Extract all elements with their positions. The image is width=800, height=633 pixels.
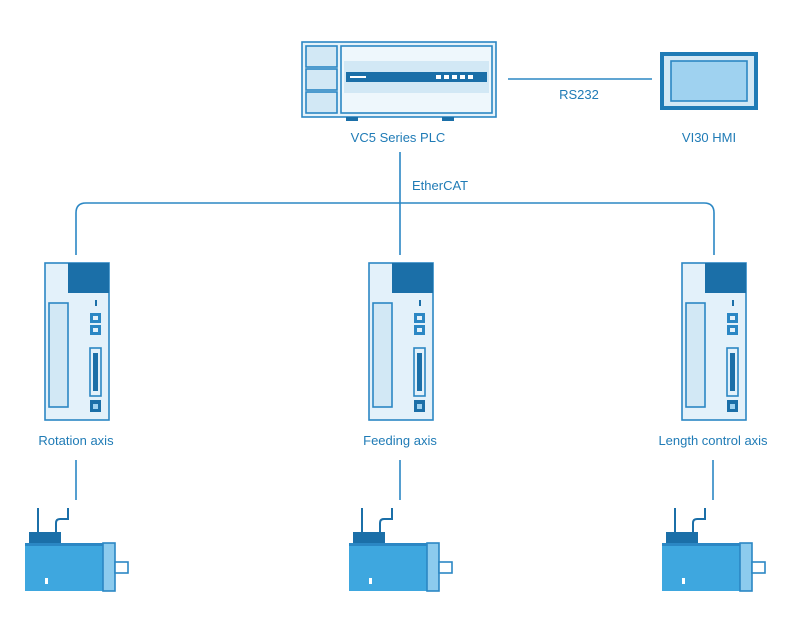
- drive-io-connector-pins: [417, 353, 422, 391]
- servo-drive: [368, 262, 434, 421]
- motor-terminal-box: [353, 532, 385, 544]
- axis-label: Feeding axis: [363, 433, 437, 448]
- plc-module-1: [305, 45, 338, 68]
- motor-body: [349, 543, 427, 591]
- plc-led: [436, 75, 441, 79]
- drive-port-inner: [417, 316, 422, 320]
- drive-side-panel: [372, 302, 393, 408]
- drive-encoder-port-inner: [417, 404, 422, 409]
- drive-encoder-port-inner: [93, 404, 98, 409]
- motor-nameplate-mark: [682, 578, 685, 584]
- axis-label: Rotation axis: [38, 433, 114, 448]
- drive-display-block: [392, 263, 433, 293]
- motor-terminal-box: [29, 532, 61, 544]
- drive-display-block: [68, 263, 109, 293]
- servo-drive: [681, 262, 747, 421]
- motor-nameplate-mark: [45, 578, 48, 584]
- motor-body: [662, 543, 740, 591]
- motor-encoder-cable: [379, 508, 393, 534]
- motor-terminal-box: [666, 532, 698, 544]
- servo-motor: [25, 508, 129, 592]
- drive-port-inner: [730, 316, 735, 320]
- hmi-label: VI30 HMI: [682, 130, 736, 145]
- motor-flange: [426, 542, 440, 592]
- motor-body-edge: [25, 543, 103, 546]
- servo-axes: Rotation axis: [25, 262, 768, 592]
- axis-2: Length control axis: [658, 262, 768, 592]
- axis-label: Length control axis: [658, 433, 768, 448]
- drive-port-inner: [730, 328, 735, 332]
- drive-display-block: [705, 263, 746, 293]
- plc-led: [460, 75, 465, 79]
- motor-body: [25, 543, 103, 591]
- drive-io-connector-pins: [730, 353, 735, 391]
- servo-drive: [44, 262, 110, 421]
- plc-led: [444, 75, 449, 79]
- plc-foot: [346, 117, 358, 121]
- motor-shaft: [114, 561, 129, 574]
- motor-encoder-cable: [692, 508, 706, 534]
- drive-io-connector-pins: [93, 353, 98, 391]
- plc-module-3: [305, 91, 338, 114]
- drive-encoder-port-inner: [730, 404, 735, 409]
- motor-flange: [739, 542, 753, 592]
- drive-port-inner: [93, 316, 98, 320]
- motor-body-edge: [662, 543, 740, 546]
- hmi-screen: [670, 60, 748, 102]
- hmi-device: VI30 HMI: [660, 52, 758, 145]
- servo-motor: [662, 508, 766, 592]
- plc-indicator-bar: [350, 76, 366, 78]
- axis-1: Feeding axis: [349, 262, 453, 592]
- axis-0: Rotation axis: [25, 262, 129, 592]
- plc-led: [452, 75, 457, 79]
- drive-port-inner: [417, 328, 422, 332]
- plc-led: [468, 75, 473, 79]
- drive-side-panel: [48, 302, 69, 408]
- plc-module-2: [305, 68, 338, 91]
- motor-shaft: [438, 561, 453, 574]
- plc-label: VC5 Series PLC: [351, 130, 446, 145]
- motor-shaft: [751, 561, 766, 574]
- drive-status-mark: [95, 300, 97, 306]
- plc-foot: [442, 117, 454, 121]
- ethercat-bus: [75, 202, 715, 255]
- motor-nameplate-mark: [369, 578, 372, 584]
- plc-led-strip: [346, 72, 487, 82]
- rs232-label: RS232: [559, 87, 599, 102]
- drive-status-mark: [732, 300, 734, 306]
- drive-status-mark: [419, 300, 421, 306]
- ethercat-label: EtherCAT: [412, 178, 468, 193]
- servo-motor: [349, 508, 453, 592]
- plc-device: VC5 Series PLC: [301, 41, 497, 145]
- drive-side-panel: [685, 302, 706, 408]
- motor-body-edge: [349, 543, 427, 546]
- motor-flange: [102, 542, 116, 592]
- motor-encoder-cable: [55, 508, 69, 534]
- drive-port-inner: [93, 328, 98, 332]
